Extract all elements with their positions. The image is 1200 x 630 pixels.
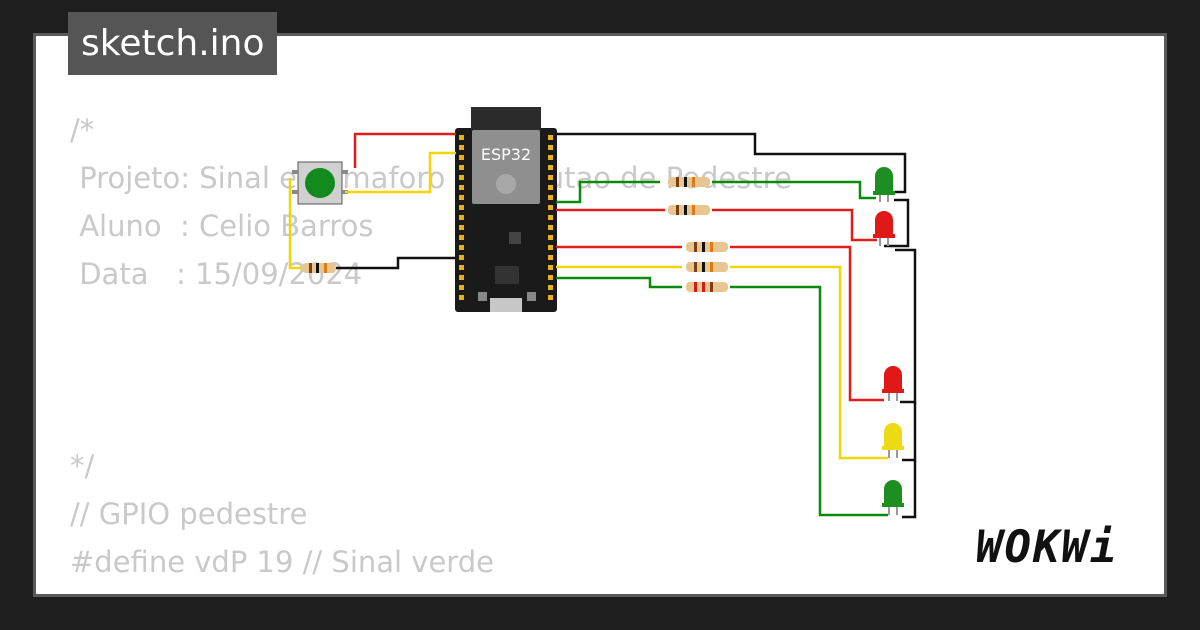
code-line: // GPIO pedestre <box>70 497 308 531</box>
resistor[interactable] <box>686 282 728 292</box>
editor-card: /* Projeto: Sinal e Semaforo com Butao d… <box>33 33 1167 597</box>
push-button[interactable] <box>292 161 348 205</box>
resistor[interactable] <box>668 177 710 187</box>
led-red-2[interactable] <box>882 366 904 401</box>
wokwi-logo: WOKWi <box>976 522 1119 573</box>
led-green-1[interactable] <box>873 167 895 202</box>
led-yellow[interactable] <box>882 423 904 458</box>
file-tab[interactable]: sketch.ino <box>68 12 278 75</box>
resistors <box>302 177 728 292</box>
code-line: */ <box>70 449 95 483</box>
resistor[interactable] <box>686 262 728 272</box>
code-line: /* <box>70 113 95 147</box>
board-label: ESP32 <box>481 145 531 164</box>
code-preview: /* Projeto: Sinal e Semaforo com Butao d… <box>70 106 792 594</box>
resistor[interactable] <box>668 205 710 215</box>
resistor[interactable] <box>302 263 336 273</box>
code-line: Aluno : Celio Barros <box>70 209 374 243</box>
code-line: #define vmP 18 // Sinal Vermelho <box>70 586 792 594</box>
resistor[interactable] <box>686 242 728 252</box>
led-green-2[interactable] <box>882 480 904 515</box>
code-line: Data : 15/09/2024 <box>70 257 363 291</box>
wires <box>288 132 917 519</box>
esp32-board[interactable]: ESP32 <box>455 107 557 312</box>
code-line: #define vdP 19 // Sinal verde <box>70 545 494 579</box>
led-red-1[interactable] <box>873 211 895 246</box>
